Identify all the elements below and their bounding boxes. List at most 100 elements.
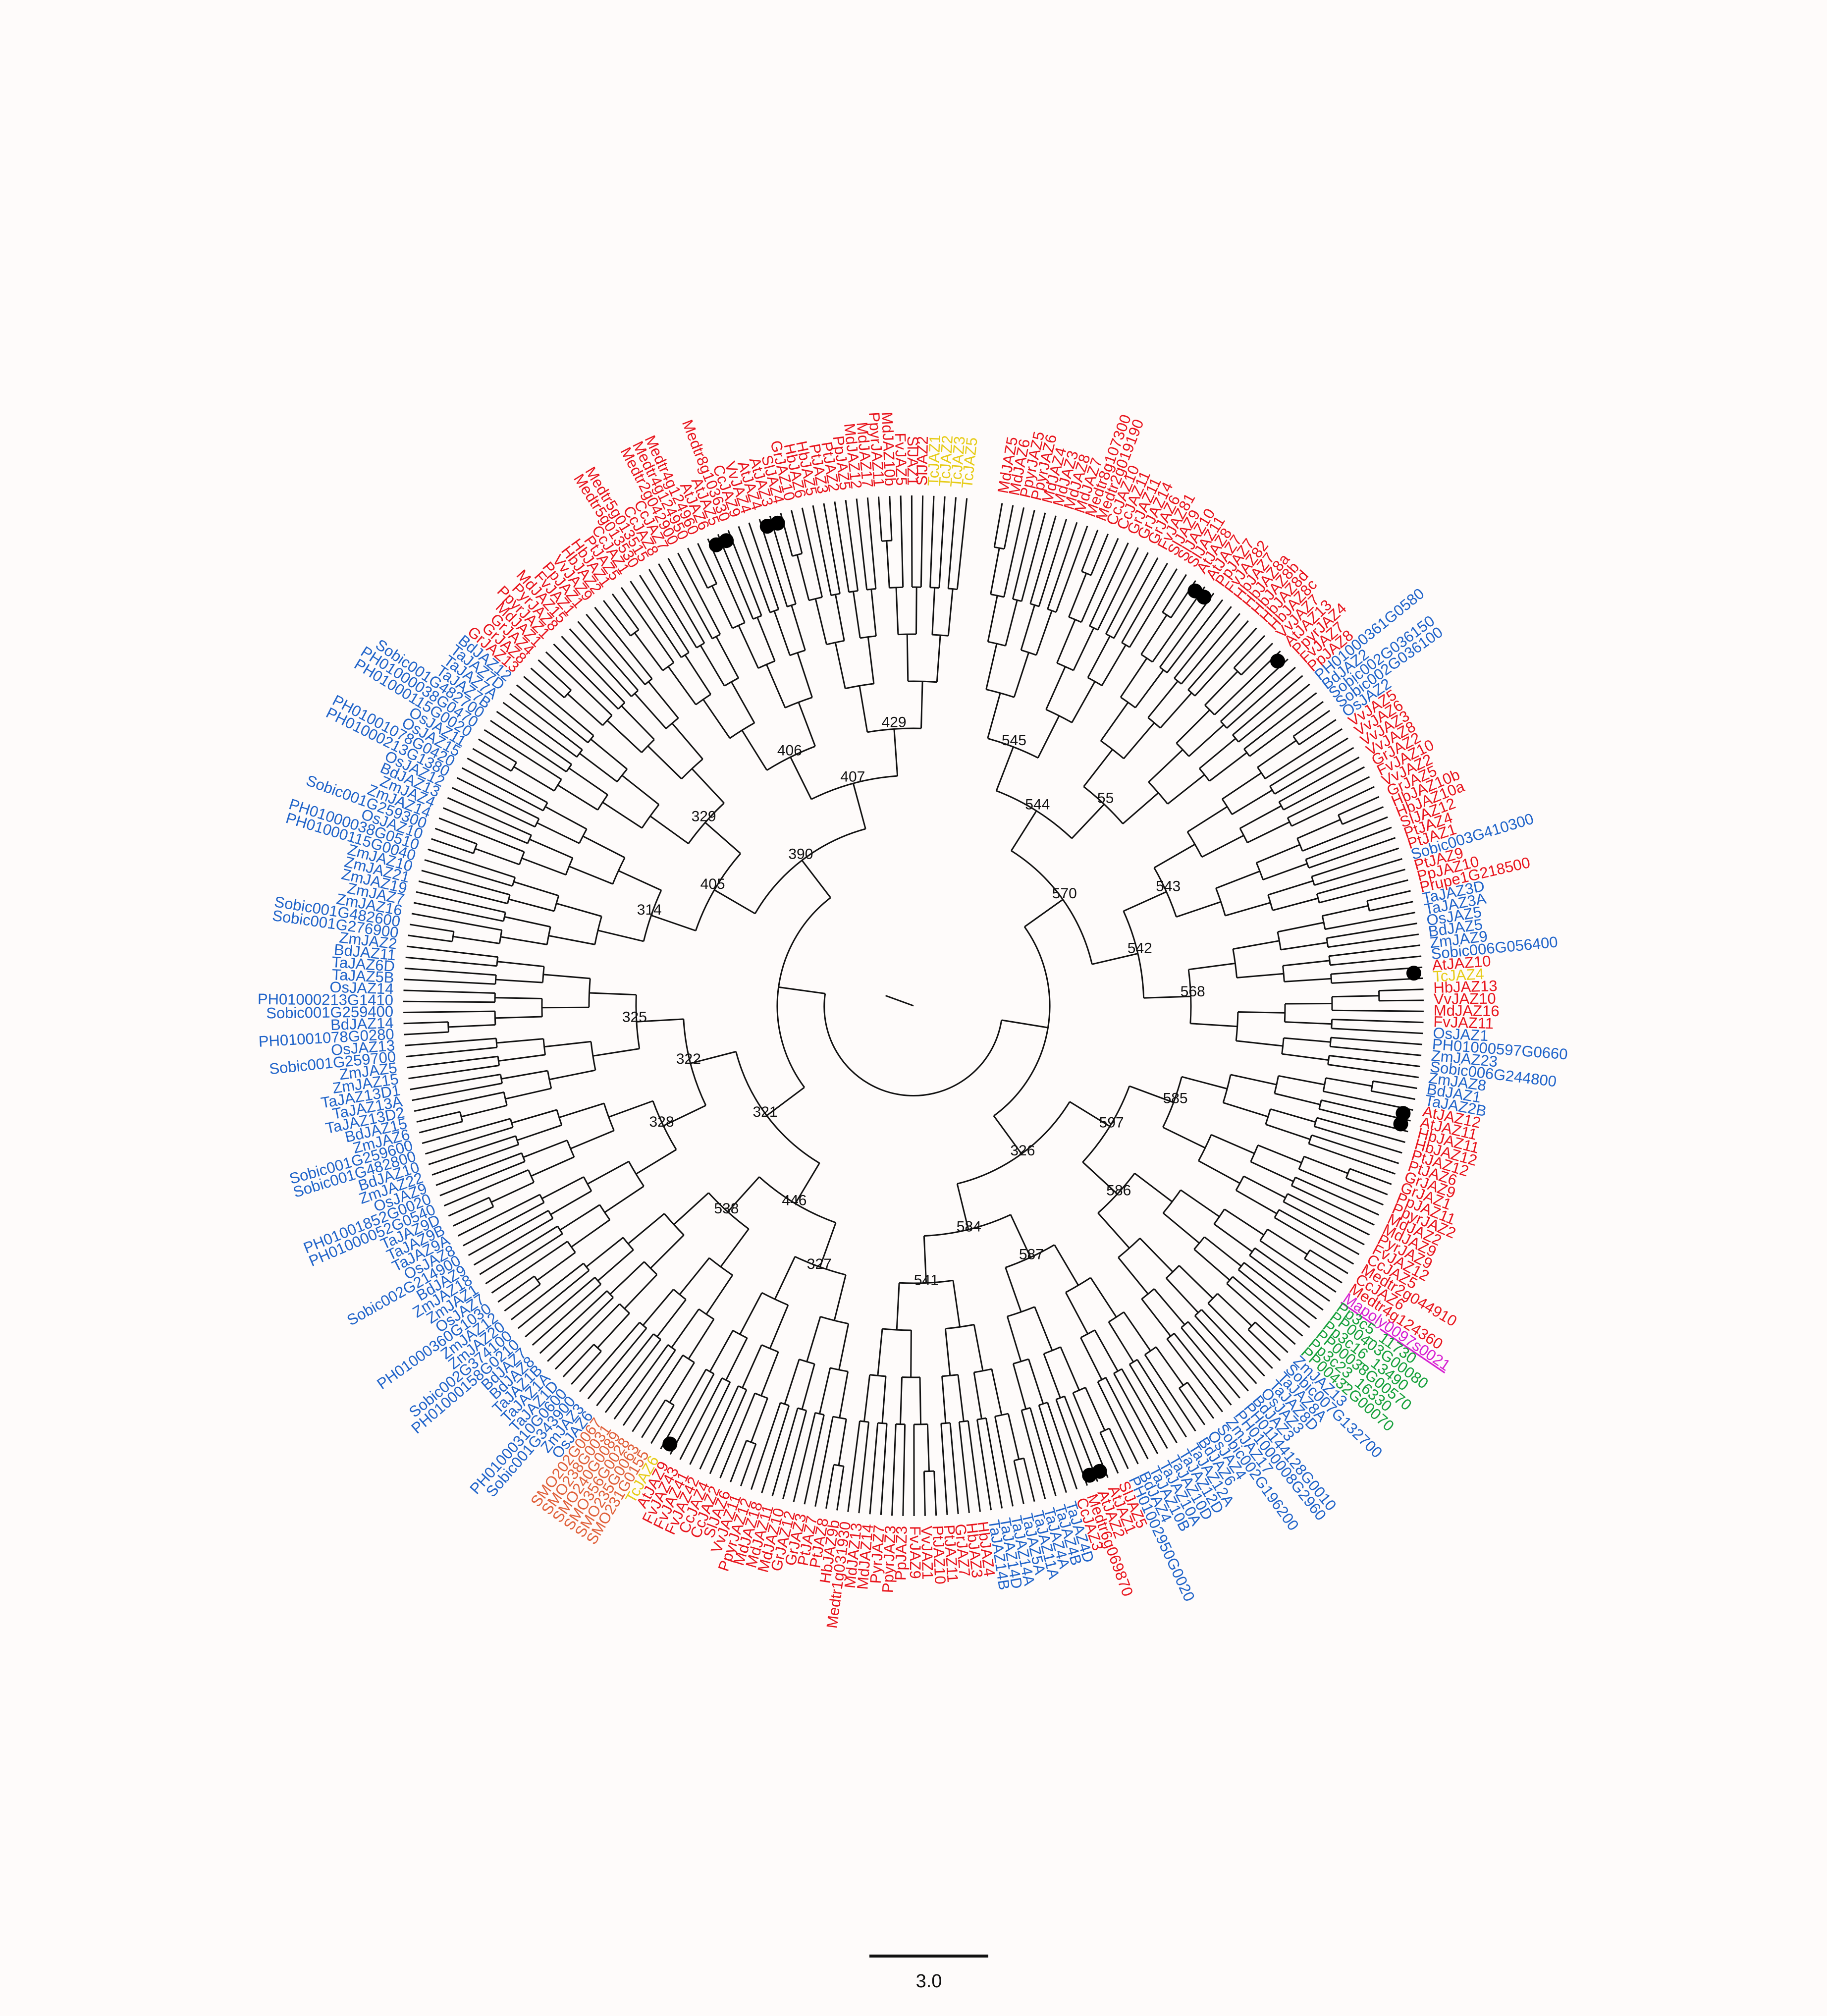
branch	[941, 1376, 947, 1423]
branch-arc	[1292, 736, 1300, 745]
branch-arc	[795, 1255, 846, 1276]
branch	[1012, 1363, 1027, 1410]
branch	[880, 1423, 888, 1515]
branch-arc	[1259, 1229, 1268, 1241]
branch	[795, 1162, 820, 1204]
branch-arc	[499, 1074, 503, 1084]
branch-arc	[546, 926, 551, 945]
branch	[1037, 715, 1060, 759]
branch	[691, 768, 725, 804]
branch	[987, 693, 1001, 739]
branch	[847, 1420, 860, 1512]
branch	[1298, 1168, 1384, 1206]
branch	[1311, 847, 1399, 877]
branch	[1308, 837, 1396, 869]
branch	[1101, 644, 1127, 686]
branch	[636, 1018, 684, 1023]
branch	[547, 1297, 614, 1362]
branch	[416, 1111, 461, 1123]
branch	[658, 563, 705, 644]
branch-arc	[639, 1321, 647, 1329]
branch	[1308, 1143, 1396, 1175]
branch	[1257, 1144, 1302, 1164]
branch	[1198, 1160, 1240, 1184]
branch	[1141, 1298, 1172, 1337]
branch	[814, 1416, 834, 1507]
branch	[463, 1201, 544, 1247]
branch	[1316, 1117, 1405, 1143]
branch	[1349, 1168, 1392, 1185]
branch	[1331, 1028, 1423, 1035]
branch	[1298, 719, 1337, 746]
branch-arc	[866, 588, 876, 591]
branch	[771, 1408, 799, 1497]
branch	[889, 496, 893, 541]
branch-arc	[665, 1399, 675, 1406]
branch	[1121, 562, 1168, 643]
branch-arc	[619, 1303, 630, 1314]
leaf-label: Sobic001G259400	[266, 1003, 393, 1022]
branch	[944, 1328, 951, 1376]
branch	[1090, 534, 1109, 576]
branch-arc	[987, 641, 1006, 647]
branch	[852, 783, 866, 829]
branch-arc	[761, 1292, 789, 1306]
branch	[531, 1156, 575, 1177]
branch	[1129, 568, 1178, 648]
branch	[561, 636, 626, 704]
node-label: 584	[957, 1219, 981, 1235]
branch	[1295, 1176, 1380, 1216]
branch	[1199, 738, 1236, 769]
branch-arc	[473, 843, 478, 854]
branch	[1073, 627, 1095, 671]
branch-arc	[1097, 1173, 1135, 1214]
branch-arc	[1247, 1321, 1256, 1330]
leaf-label: PpyrJAZ3	[879, 1525, 899, 1593]
branch	[1302, 816, 1388, 852]
branch-arc	[616, 768, 628, 782]
branch	[404, 979, 496, 985]
branch	[812, 505, 832, 596]
branch-arc	[776, 897, 831, 1088]
branch	[1003, 507, 1025, 598]
branch-arc	[1087, 677, 1103, 686]
branch-arc	[849, 590, 858, 593]
branch	[858, 1422, 870, 1514]
branch	[838, 1323, 850, 1370]
branch	[801, 507, 823, 598]
branch	[1367, 890, 1411, 902]
branch-arc	[932, 634, 949, 637]
branch	[949, 1422, 959, 1515]
branch-arc	[497, 1056, 500, 1066]
branch	[1179, 1265, 1214, 1299]
branch	[1236, 1190, 1278, 1214]
branch	[933, 1471, 937, 1516]
branch-arc	[1366, 900, 1370, 911]
branch	[409, 924, 454, 932]
branch-arc	[459, 1111, 463, 1122]
branch	[1314, 858, 1402, 886]
branch	[801, 1363, 815, 1410]
branch	[495, 997, 542, 999]
branch	[836, 1466, 845, 1511]
branch	[1121, 1368, 1168, 1449]
branch	[416, 891, 506, 913]
branch-arc	[1290, 1177, 1296, 1186]
branch	[473, 1217, 553, 1266]
branch-arc	[1159, 666, 1168, 673]
branch	[511, 1262, 584, 1320]
branch-arc	[1318, 1100, 1322, 1109]
branch	[622, 1350, 676, 1426]
branch	[596, 1312, 630, 1349]
branch	[886, 541, 890, 588]
node-label: 322	[676, 1051, 701, 1067]
branch	[434, 827, 478, 845]
branch	[1311, 1134, 1399, 1164]
branch	[750, 1398, 768, 1443]
branch	[597, 929, 644, 942]
branch	[621, 705, 655, 740]
branch	[687, 547, 708, 589]
branch	[1220, 658, 1289, 722]
branch-arc	[698, 1308, 714, 1320]
branch	[517, 1269, 590, 1329]
